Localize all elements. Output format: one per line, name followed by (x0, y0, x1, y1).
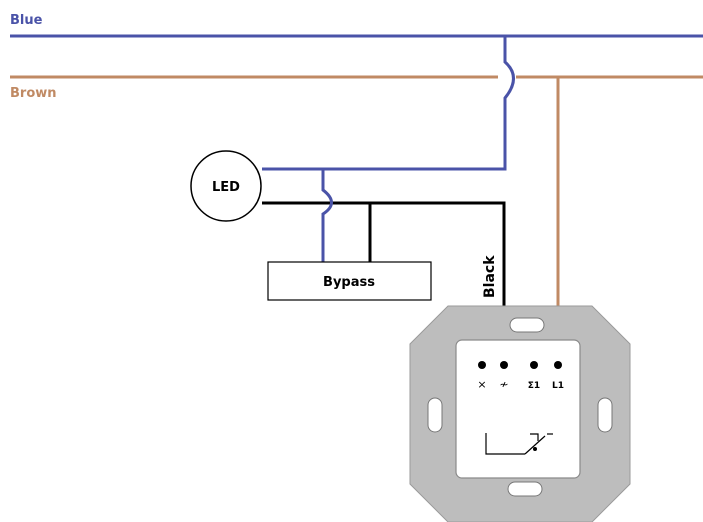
terminal-label-2: ≁ (499, 378, 508, 391)
mount-slot-right (597, 397, 613, 433)
led-lamp (190, 150, 262, 222)
terminal-dot-4 (554, 361, 562, 369)
blue-drop-wire (262, 36, 515, 171)
led-label: LED (212, 180, 240, 195)
black-label: Black (482, 255, 498, 298)
brown-label: Brown (10, 86, 57, 101)
mount-slot-top (509, 317, 545, 333)
bypass-blue-wire (321, 169, 333, 262)
terminal-dot-3 (530, 361, 538, 369)
bypass-box (267, 261, 432, 301)
terminal-dot-2 (500, 361, 508, 369)
terminal-dot-1 (478, 361, 486, 369)
terminal-label-1: × (477, 378, 486, 391)
blue-label: Blue (10, 13, 43, 28)
terminal-label-4: L1 (552, 381, 564, 391)
bypass-label: Bypass (323, 275, 375, 290)
switch-insert (455, 339, 581, 479)
mount-slot-left (427, 397, 443, 433)
switch-pivot (533, 447, 537, 451)
switch-symbol (485, 433, 553, 455)
terminal-label-3: Σ1 (528, 381, 540, 391)
mount-slot-bottom (507, 481, 543, 497)
